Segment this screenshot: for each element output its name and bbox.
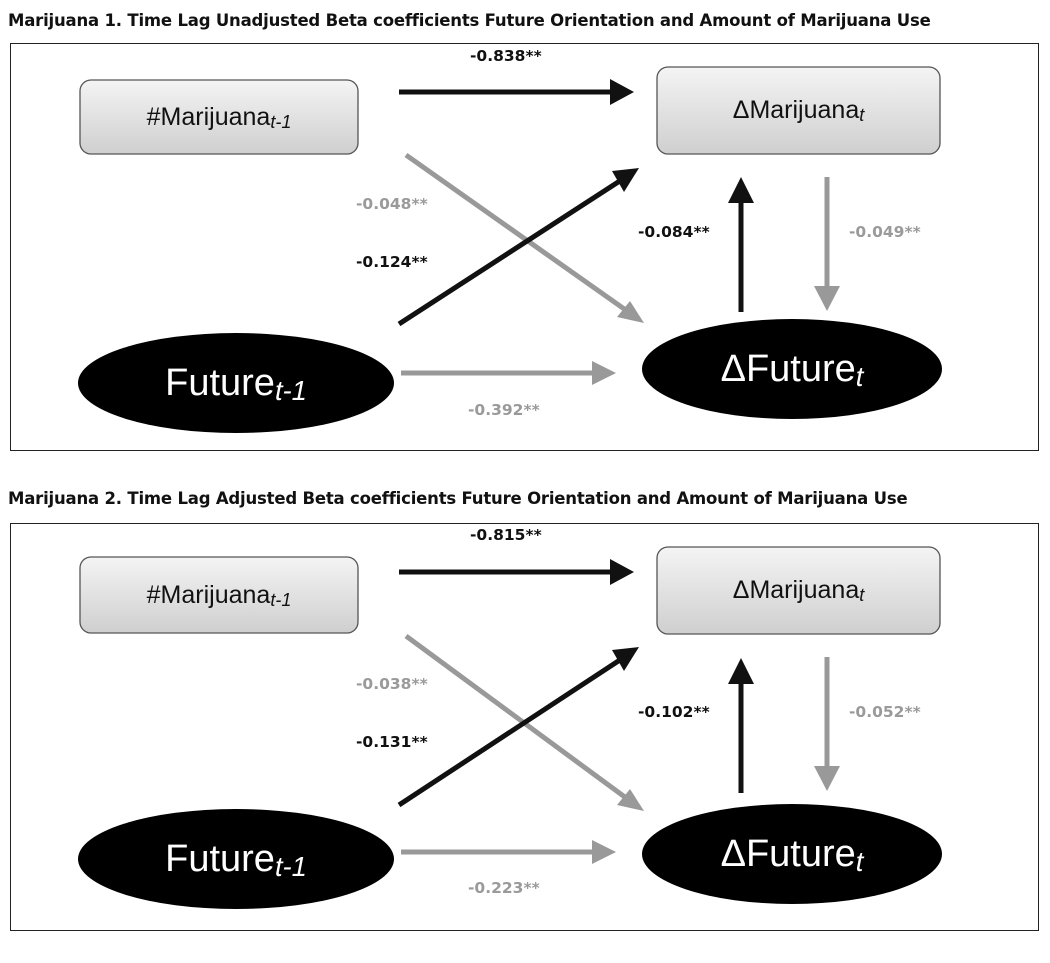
coef-dmarijuana-to-dfuture: -0.049**: [849, 223, 921, 241]
coef-dfuture-to-dmarijuana: -0.084**: [638, 223, 710, 241]
node-marijuana-delta-main: ΔMarijuana: [732, 96, 860, 124]
node-future-delta-main: ΔFuture: [720, 347, 856, 390]
path-dfuture-to-dmarijuana: [728, 177, 754, 312]
panel-2-title: Marijuana 2. Time Lag Adjusted Beta coef…: [8, 489, 908, 508]
path-future-to-future: [401, 840, 616, 864]
panel-2-canvas: [10, 523, 1039, 931]
path-dmarijuana-to-dfuture: [814, 657, 840, 791]
node-marijuana-prev-sub: t-1: [270, 111, 292, 132]
coef-marijuana-to-future: -0.048**: [356, 195, 428, 213]
coef-future-to-marijuana: -0.131**: [356, 733, 428, 751]
coef-marijuana-to-future: -0.038**: [356, 675, 428, 693]
path-future-to-marijuana: [397, 647, 639, 808]
node-marijuana-prev-box: [79, 79, 359, 155]
node-marijuana-delta-sub: t: [859, 585, 865, 606]
node-future-prev-main: Future: [165, 361, 275, 404]
node-marijuana-delta-box: [656, 66, 941, 155]
path-marijuana-to-future: [404, 152, 644, 323]
node-marijuana-delta-sub: t: [859, 105, 865, 126]
path-marijuana-to-future: [404, 633, 644, 811]
coef-dfuture-to-dmarijuana: -0.102**: [638, 703, 710, 721]
node-marijuana-prev-sub: t-1: [270, 589, 292, 610]
panel-1-canvas: [10, 43, 1039, 451]
coef-future-to-future: -0.223**: [468, 879, 540, 897]
coef-future-to-marijuana: -0.124**: [356, 253, 428, 271]
node-marijuana-delta-box: [656, 546, 941, 635]
node-future-prev-ellipse: [78, 333, 394, 433]
path-dfuture-to-dmarijuana: [728, 658, 754, 793]
path-dmarijuana-to-dfuture: [814, 177, 840, 311]
path-future-to-marijuana: [397, 168, 639, 327]
path-marijuana-to-marijuana: [399, 559, 634, 585]
panel-1-title: Marijuana 1. Time Lag Unadjusted Beta co…: [8, 11, 931, 30]
coef-marijuana-to-marijuana: -0.815**: [470, 526, 542, 544]
node-future-delta-ellipse: [642, 319, 942, 419]
path-marijuana-to-marijuana: [399, 79, 634, 105]
node-future-prev-sub: t-1: [274, 851, 307, 883]
node-future-delta-sub: t: [855, 846, 864, 878]
node-future-prev-sub: t-1: [274, 375, 307, 407]
coef-dmarijuana-to-dfuture: -0.052**: [849, 703, 921, 721]
node-future-prev-main: Future: [165, 837, 275, 880]
coef-marijuana-to-marijuana: -0.838**: [470, 47, 542, 65]
node-marijuana-prev-main: #Marijuana: [146, 102, 271, 131]
node-marijuana-prev-main: #Marijuana: [146, 580, 271, 609]
node-marijuana-delta-main: ΔMarijuana: [732, 576, 860, 604]
node-future-delta-main: ΔFuture: [720, 832, 856, 875]
node-future-delta-sub: t: [855, 361, 864, 393]
path-future-to-future: [401, 361, 616, 385]
coef-future-to-future: -0.392**: [468, 401, 540, 419]
node-future-prev-ellipse: [78, 809, 394, 909]
node-future-delta-ellipse: [642, 804, 942, 904]
node-marijuana-prev-box: [79, 556, 359, 634]
